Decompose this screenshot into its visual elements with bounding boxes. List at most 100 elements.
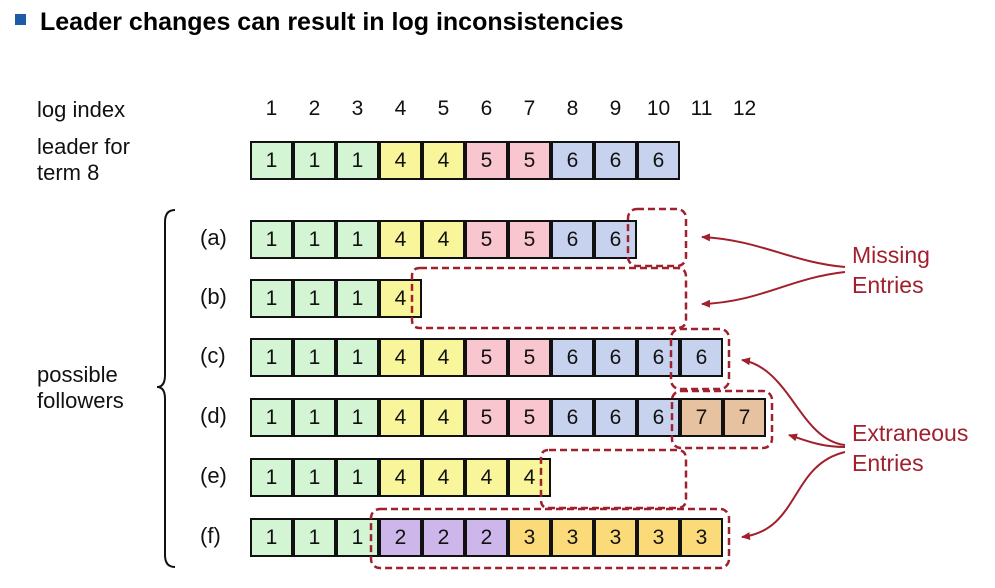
leader-log-entry: 4 (422, 141, 465, 180)
leader-log-entry: 1 (336, 141, 379, 180)
follower-log-entry: 6 (551, 398, 594, 437)
follower-log-entry: 3 (594, 518, 637, 557)
follower-log-entry: 5 (465, 398, 508, 437)
log-index-7: 7 (523, 97, 536, 120)
followers-label-line2: followers (37, 388, 124, 413)
followers-label-line1: possible (37, 362, 118, 387)
leader-log-entry: 5 (508, 141, 551, 180)
extraneous-region-c (669, 327, 731, 391)
log-index-6: 6 (480, 97, 493, 120)
follower-log-entry: 1 (293, 338, 336, 377)
follower-log-entry: 1 (250, 458, 293, 497)
leader-log-entry: 6 (551, 141, 594, 180)
follower-log-entry: 6 (594, 398, 637, 437)
log-index-11: 11 (690, 97, 713, 120)
square-bullet-icon (15, 14, 26, 25)
leader-log-entry: 6 (594, 141, 637, 180)
leader-log-entry: 1 (250, 141, 293, 180)
follower-label: (b) (200, 284, 227, 309)
follower-log-entry: 3 (508, 518, 551, 557)
follower-log-entry: 6 (637, 338, 680, 377)
follower-log-entry: 5 (465, 338, 508, 377)
follower-label: (d) (200, 403, 227, 428)
follower-log-entry: 5 (508, 398, 551, 437)
missing-label-line1: Missing (852, 242, 930, 268)
follower-log-entry: 2 (465, 518, 508, 557)
follower-log-entry: 6 (551, 338, 594, 377)
leader-label-line1: leader for (37, 134, 130, 159)
follower-log-entry: 4 (508, 458, 551, 497)
follower-log-entry: 1 (250, 279, 293, 318)
log-index-1: 1 (265, 97, 278, 120)
slide-title: Leader changes can result in log inconsi… (40, 8, 624, 36)
follower-log-entry: 7 (723, 398, 766, 437)
follower-log-entry: 1 (336, 398, 379, 437)
log-index-3: 3 (351, 97, 364, 120)
extraneous-arrow-c (741, 357, 846, 446)
leader-label-line2: term 8 (37, 160, 100, 185)
follower-log-entry: 1 (336, 279, 379, 318)
follower-log-entry: 6 (594, 338, 637, 377)
missing-arrow-a (701, 233, 846, 268)
log-index-10: 10 (646, 97, 671, 120)
follower-log-entry: 4 (422, 458, 465, 497)
follower-log-entry: 4 (379, 220, 422, 259)
log-index-12: 12 (732, 97, 757, 120)
extraneous-label-line1: Extraneous (852, 420, 969, 446)
follower-log-entry: 4 (379, 398, 422, 437)
extraneous-label-line2: Entries (852, 450, 924, 476)
leader-log-entry: 4 (379, 141, 422, 180)
leader-log-entry: 1 (293, 141, 336, 180)
follower-log-entry: 1 (250, 518, 293, 557)
follower-log-entry: 1 (293, 279, 336, 318)
follower-log-entry: 4 (379, 338, 422, 377)
extraneous-arrow-f (741, 451, 846, 541)
follower-log-entry: 6 (680, 338, 723, 377)
follower-log-entry: 1 (293, 518, 336, 557)
follower-log-entry: 1 (336, 458, 379, 497)
leader-log-entry: 5 (465, 141, 508, 180)
follower-log-entry: 4 (422, 398, 465, 437)
follower-log-entry: 1 (293, 398, 336, 437)
log-index-2: 2 (308, 97, 321, 120)
log-index-label: log index (37, 97, 126, 122)
follower-log-entry: 4 (422, 338, 465, 377)
follower-log-entry: 1 (336, 338, 379, 377)
log-index-5: 5 (437, 97, 450, 120)
missing-region-a (626, 207, 688, 268)
log-index-8: 8 (566, 97, 579, 120)
leader-log-entry: 6 (637, 141, 680, 180)
follower-log-entry: 5 (508, 338, 551, 377)
follower-label: (f) (200, 523, 221, 548)
extraneous-region-d (670, 389, 774, 450)
follower-log-entry: 1 (293, 458, 336, 497)
missing-arrow-b (701, 271, 846, 308)
missing-label-line2: Entries (852, 272, 924, 298)
follower-log-entry: 4 (379, 458, 422, 497)
follower-log-entry: 6 (594, 220, 637, 259)
follower-log-entry: 7 (680, 398, 723, 437)
log-index-9: 9 (609, 97, 622, 120)
follower-log-entry: 3 (680, 518, 723, 557)
follower-log-entry: 5 (465, 220, 508, 259)
follower-log-entry: 1 (336, 220, 379, 259)
follower-label: (e) (200, 463, 227, 488)
follower-log-entry: 1 (250, 338, 293, 377)
follower-log-entry: 6 (551, 220, 594, 259)
follower-log-entry: 4 (465, 458, 508, 497)
follower-log-entry: 2 (422, 518, 465, 557)
missing-region-b (410, 266, 688, 330)
followers-brace (156, 209, 176, 568)
follower-log-entry: 1 (250, 398, 293, 437)
log-index-4: 4 (394, 97, 407, 120)
extraneous-region-e (539, 448, 688, 510)
follower-label: (a) (200, 225, 227, 250)
follower-log-entry: 3 (637, 518, 680, 557)
follower-label: (c) (200, 343, 226, 368)
follower-log-entry: 4 (422, 220, 465, 259)
follower-log-entry: 4 (379, 279, 422, 318)
follower-log-entry: 1 (293, 220, 336, 259)
slide-header: Leader changes can result in log inconsi… (15, 8, 624, 37)
follower-log-entry: 1 (250, 220, 293, 259)
